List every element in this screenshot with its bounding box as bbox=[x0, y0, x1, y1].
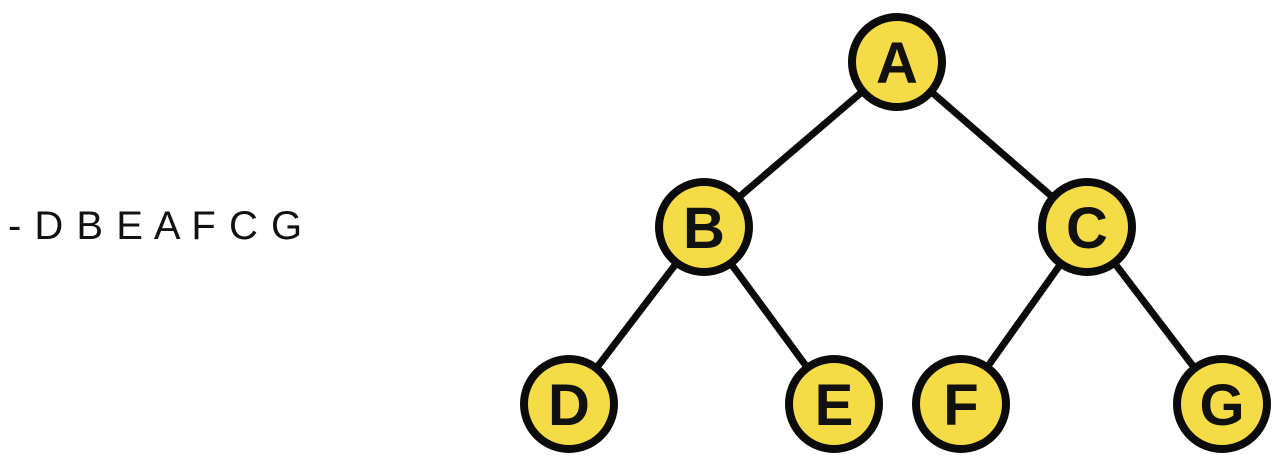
tree-node-E: E bbox=[785, 355, 883, 453]
traversal-sequence-text: - D B E A F C G bbox=[8, 204, 304, 248]
tree-node-label-C: C bbox=[1066, 196, 1108, 261]
tree-node-F: F bbox=[912, 355, 1010, 453]
tree-node-D: D bbox=[520, 355, 618, 453]
tree-node-circle-E bbox=[785, 355, 883, 453]
tree-node-circle-G bbox=[1173, 355, 1271, 453]
tree-node-circle-F bbox=[912, 355, 1010, 453]
tree-node-circle-C bbox=[1038, 178, 1136, 276]
tree-node-A: A bbox=[848, 13, 946, 111]
tree-node-C: C bbox=[1038, 178, 1136, 276]
tree-node-label-D: D bbox=[548, 373, 590, 438]
tree-node-circle-A bbox=[848, 13, 946, 111]
tree-node-B: B bbox=[655, 178, 753, 276]
tree-node-label-F: F bbox=[943, 373, 978, 438]
tree-node-circle-D bbox=[520, 355, 618, 453]
tree-node-label-B: B bbox=[683, 196, 725, 261]
tree-node-label-E: E bbox=[815, 373, 854, 438]
tree-node-G: G bbox=[1173, 355, 1271, 453]
tree-node-circle-B bbox=[655, 178, 753, 276]
tree-node-label-G: G bbox=[1199, 373, 1244, 438]
tree-node-label-A: A bbox=[876, 31, 918, 96]
